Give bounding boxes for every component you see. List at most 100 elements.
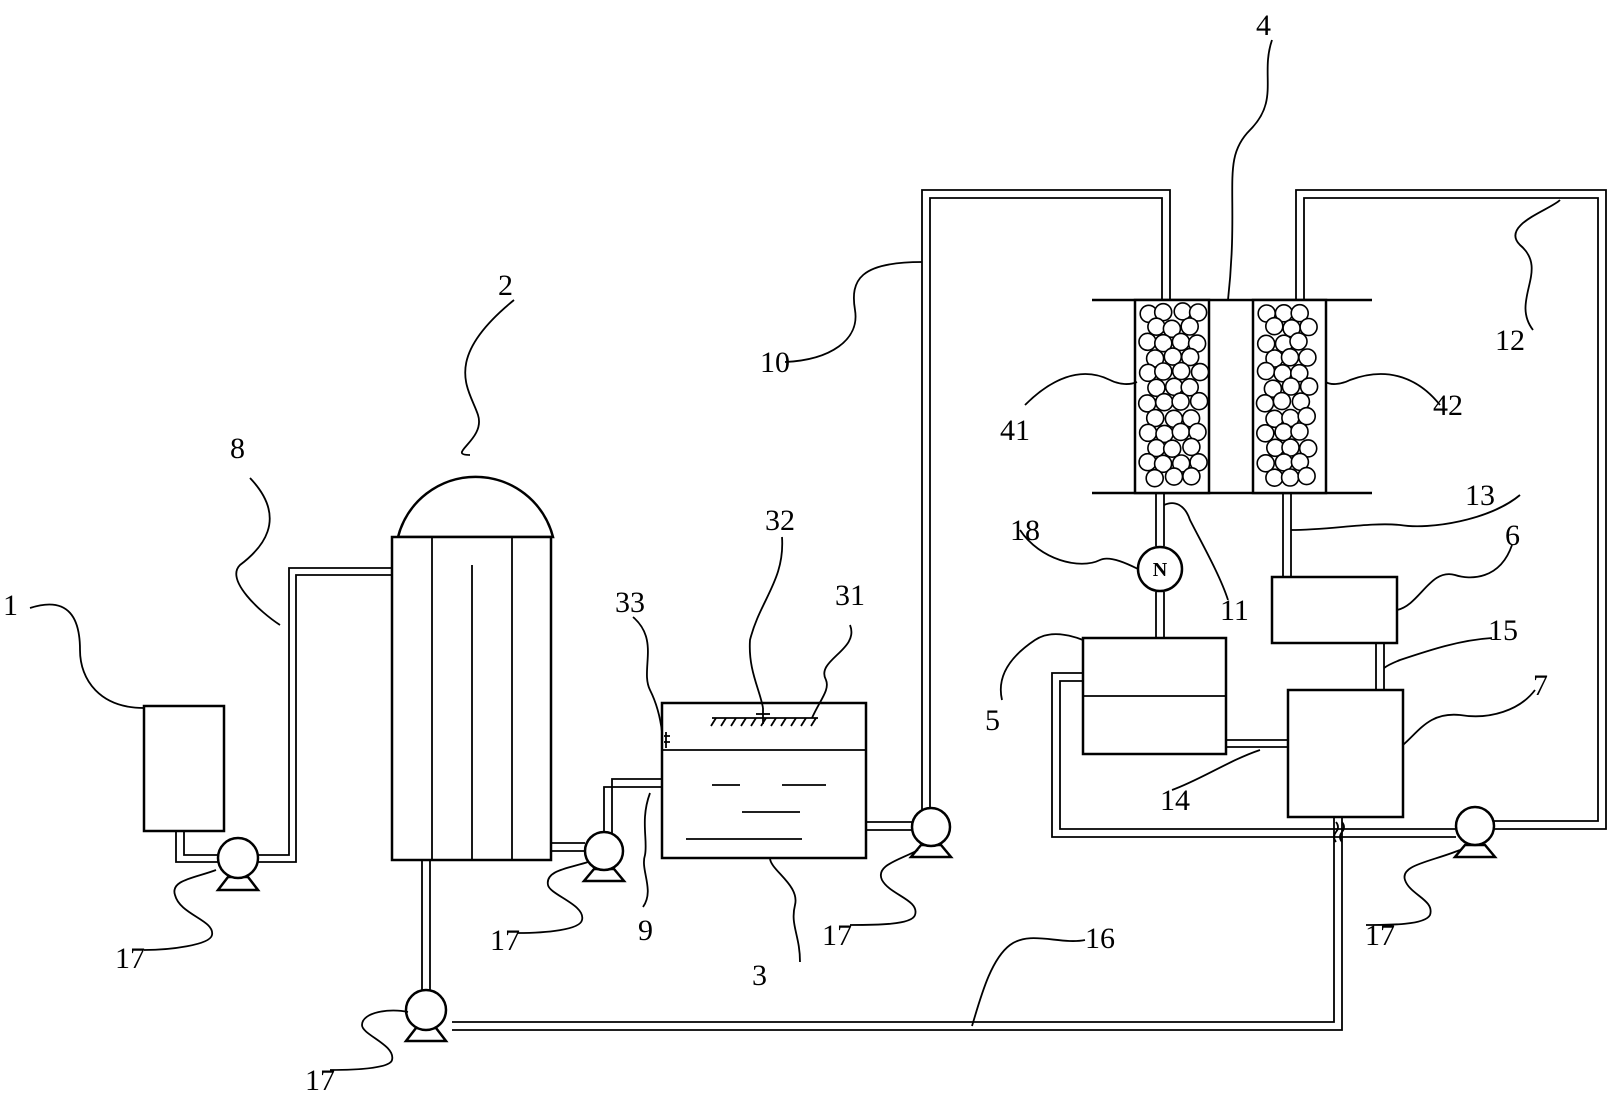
label-31: 31 [835,579,865,612]
pipe-12 [1295,189,1607,830]
pump [403,988,449,1043]
label-6: 6 [1505,519,1520,552]
packing-sphere [1272,391,1292,411]
tank-3 [660,701,868,860]
label-17: 17 [115,942,145,975]
packing-sphere [1290,422,1309,441]
leader-lines [29,39,1561,1071]
label-9: 9 [638,914,653,947]
label-16: 16 [1085,922,1115,955]
label-8: 8 [230,432,245,465]
label-33: 33 [615,586,645,619]
packing-sphere [1190,362,1210,382]
label-11: 11 [1220,594,1249,627]
pipe-13 [1282,493,1292,577]
packing-42 [1255,303,1319,488]
feed-unit-1 [142,704,226,833]
packing-sphere [1280,468,1300,487]
label-4: 4 [1256,9,1271,42]
packing-sphere [1263,379,1283,399]
pumps-17 [215,805,1498,1043]
plate-31 [710,717,818,727]
packing-sphere [1188,303,1208,322]
packing-sphere [1138,452,1157,472]
box-6 [1270,575,1399,645]
packing-sphere [1265,468,1284,488]
packing-sphere [1171,392,1190,411]
probe-32 [756,708,770,724]
packing-sphere [1299,377,1319,396]
label-42: 42 [1433,389,1463,422]
box-7 [1286,688,1405,819]
label-18: 18 [1010,514,1040,547]
packing-sphere [1147,378,1166,398]
packing-sphere [1298,439,1318,458]
labels: 1 2 3 4 5 6 7 8 9 10 11 12 13 14 15 16 1… [3,9,1548,1095]
packing-41 [1137,302,1210,488]
box-5 [1081,636,1228,756]
label-41: 41 [1000,414,1030,447]
packing-sphere [1164,467,1184,486]
packing-sphere [1256,361,1276,381]
packing-sphere [1299,317,1318,337]
pipe-10 [866,189,1171,831]
packing-sphere [1171,422,1191,442]
packing-sphere [1145,468,1164,488]
packing-sphere [1154,362,1173,381]
label-10: 10 [760,346,790,379]
label-1: 1 [3,589,18,622]
packing-sphere [1138,363,1158,383]
packing-sphere [1138,332,1157,352]
label-14: 14 [1160,784,1190,817]
packing-sphere [1298,348,1317,367]
label-5: 5 [985,704,1000,737]
packing-sphere [1281,377,1301,396]
label-17: 17 [1365,919,1395,952]
flow-meter-18: N [1136,545,1184,593]
packing-sphere [1256,334,1276,354]
packing-sphere [1297,406,1316,426]
packing-sphere [1290,303,1309,323]
packing-sphere [1189,391,1209,411]
label-3: 3 [752,959,767,992]
pipe-16 [421,817,1343,1031]
packing-sphere [1297,466,1316,486]
packing-sphere [1154,392,1174,412]
packing-sphere [1182,437,1201,457]
label-12: 12 [1495,324,1525,357]
packing-sphere [1162,319,1182,339]
packing-sphere [1153,454,1173,474]
label-15: 15 [1488,614,1518,647]
label-7: 7 [1533,669,1548,702]
sensor-33 [664,732,670,748]
packing-sphere [1256,453,1275,473]
packing-sphere [1256,423,1275,443]
packing-sphere [1289,332,1308,351]
label-2: 2 [498,269,513,302]
packing-sphere [1171,361,1191,381]
packing-sphere [1274,422,1293,442]
packing-sphere [1145,408,1165,428]
pipes [175,189,1607,1031]
packing-sphere [1265,316,1284,336]
packing-sphere [1182,466,1201,486]
packing-sphere [1180,347,1200,367]
packing-sphere [1180,317,1199,336]
packing-sphere [1290,363,1309,383]
pump [215,836,261,892]
packing-sphere [1255,393,1275,413]
pipe-15 [1375,643,1385,690]
packing-sphere [1280,347,1300,367]
pipe-loop [1051,672,1456,838]
label-13: 13 [1465,479,1495,512]
pipe-14 [1226,739,1288,748]
pump [1452,805,1498,859]
packing-sphere [1147,317,1166,337]
pipe-crossing [1333,821,1345,843]
label-17: 17 [490,924,520,957]
pipe-8 [175,567,392,863]
label-17: 17 [305,1064,335,1095]
packing-sphere [1138,423,1158,443]
label-32: 32 [765,504,795,537]
